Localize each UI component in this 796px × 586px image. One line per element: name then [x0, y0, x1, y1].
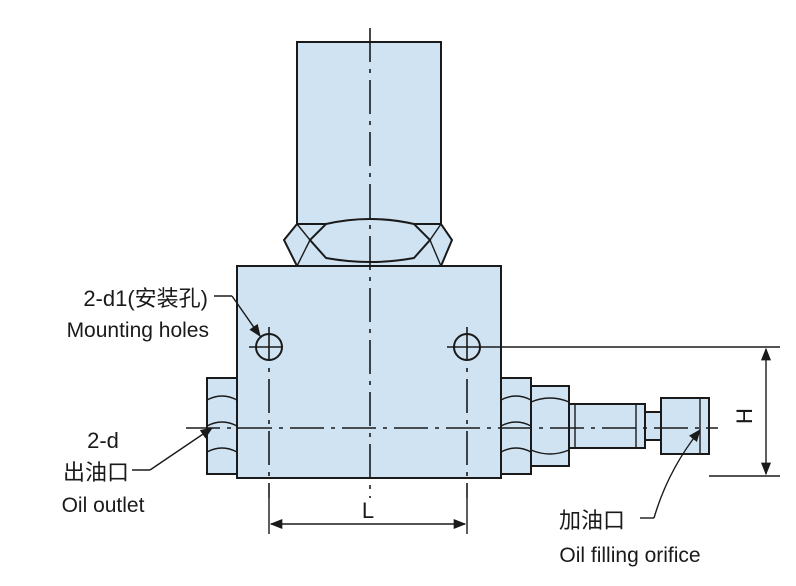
mounting-holes-label: Mounting holes — [67, 319, 209, 342]
oil-filling-cn-label: 加油口 — [559, 508, 625, 533]
upper-cylinder — [296, 41, 442, 225]
main-block — [236, 265, 502, 479]
mounting-holes-code-label: 2-d1(安装孔) — [83, 286, 208, 311]
right-outlet-nut — [500, 377, 532, 475]
hex-nut — [282, 218, 454, 267]
leader-oil-outlet — [132, 427, 214, 471]
oil-filling-label: Oil filling orifice — [559, 544, 700, 567]
dimension-h: H — [480, 346, 780, 477]
center-lines — [186, 28, 718, 498]
dimension-h-label: H — [732, 408, 757, 424]
oil-outlet-cn-label: 出油口 — [63, 460, 129, 485]
leader-mounting-holes — [214, 295, 261, 338]
dimension-l: L — [268, 498, 468, 534]
oil-outlet-code-label: 2-d — [87, 428, 119, 453]
leader-oil-filling — [640, 429, 701, 519]
dimension-l-label: L — [362, 498, 374, 523]
left-outlet-nut — [206, 377, 238, 475]
oil-outlet-label: Oil outlet — [62, 494, 145, 517]
oil-filling-fitting — [530, 385, 710, 467]
